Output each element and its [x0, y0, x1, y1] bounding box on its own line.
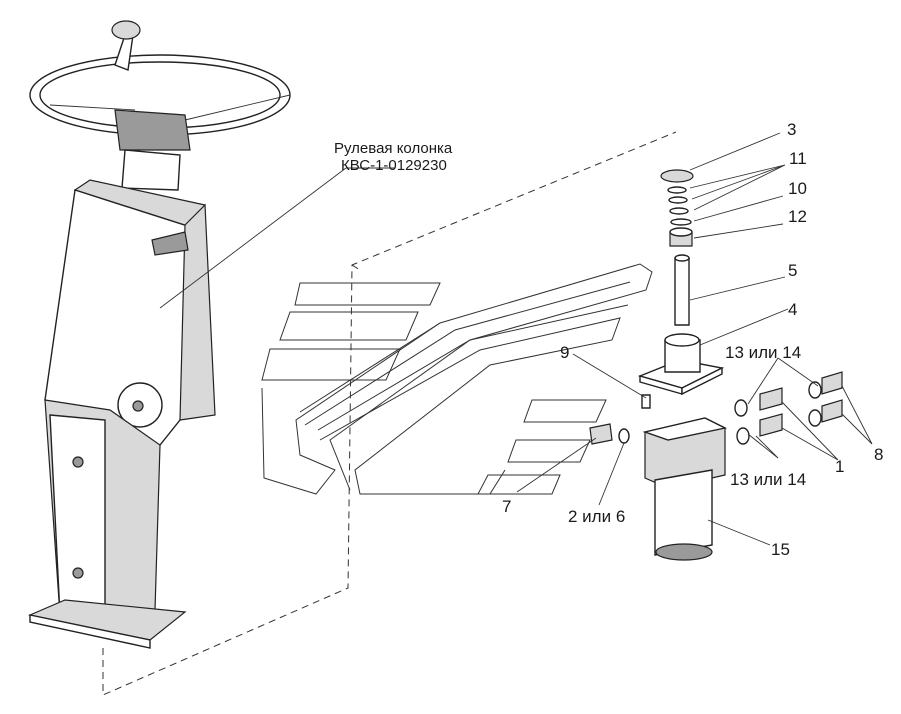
callout-12: 12 [788, 207, 807, 226]
snap-ring [670, 218, 692, 226]
flange-bolt [641, 394, 651, 409]
o-ring-upper [667, 186, 687, 194]
column-bolt-upper [72, 456, 84, 468]
motor-end-cap [655, 543, 713, 561]
tilt-pivot-bolt [132, 400, 144, 412]
callout-8: 8 [874, 445, 883, 464]
floor-panel-outlines [261, 263, 653, 495]
steering-hub [114, 109, 191, 151]
callout-11: 11 [789, 149, 807, 168]
callout-5: 5 [788, 261, 797, 280]
assembly-title-line1: Рулевая колонка [334, 140, 453, 157]
orbital-motor-housing [654, 469, 713, 556]
tilt-lever [151, 231, 189, 256]
title-leader-column [159, 167, 347, 309]
port-fitting-3 [821, 371, 843, 395]
callout-3: 3 [787, 120, 796, 139]
seal-cap [660, 169, 694, 183]
callout-4: 4 [788, 300, 797, 319]
spline-shaft [674, 257, 690, 326]
callout-2-or-6: 2 или 6 [568, 507, 625, 526]
callout-9: 9 [560, 343, 569, 362]
callout-13-or-14-lower: 13 или 14 [730, 470, 806, 489]
port-fitting-2 [759, 413, 783, 437]
port-fitting-4 [821, 399, 843, 423]
o-ring-lower [669, 207, 689, 215]
callout-15: 15 [771, 540, 790, 559]
port-ring-4 [808, 409, 822, 427]
steering-unit-parts [589, 169, 843, 561]
callout-1: 1 [835, 457, 844, 476]
port-ring-1 [734, 399, 748, 417]
upper-column-side [179, 203, 216, 421]
assembly-title-line2: КВС-1-0129230 [341, 157, 447, 174]
callout-leaders [516, 132, 873, 546]
callout-13-or-14-upper: 13 или 14 [725, 343, 801, 362]
spinner-knob [111, 20, 141, 40]
sealing-washer [618, 428, 630, 444]
port-ring-2 [736, 427, 750, 445]
steering-column-illustration [28, 20, 291, 649]
mounting-dashed-outline [102, 131, 677, 696]
column-bolt-lower [72, 567, 84, 579]
callout-7: 7 [502, 497, 511, 516]
lower-column-front [49, 414, 106, 616]
callout-10: 10 [788, 179, 807, 198]
steering-shaft-upper [121, 149, 181, 191]
o-ring-middle [668, 196, 688, 204]
port-fitting-1 [759, 387, 783, 411]
adapter-fitting [589, 423, 613, 445]
